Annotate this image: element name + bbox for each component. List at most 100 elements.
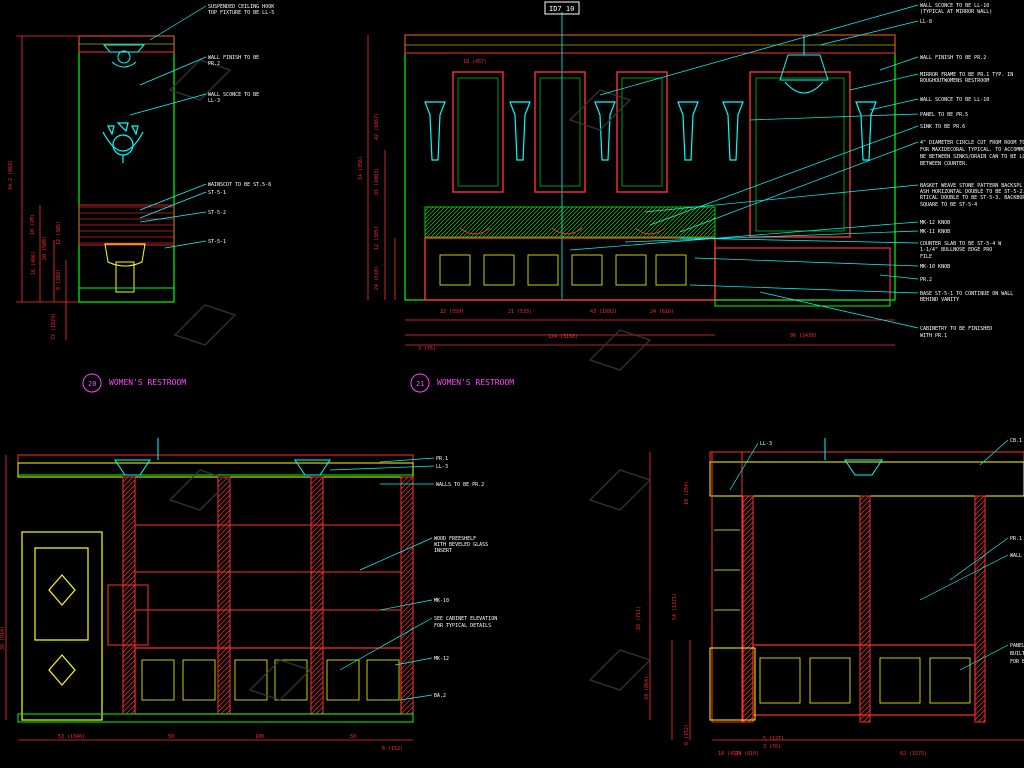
dimension-lower: 5 (127)	[763, 736, 784, 742]
vanity-cabinet	[424, 237, 716, 301]
dimension-lower: 34 (864)	[644, 676, 650, 700]
note-view21: MIRROR FRAME TO BE PR.1 TYP. IN	[920, 72, 1013, 78]
leader-line	[644, 184, 919, 213]
pillars	[122, 476, 414, 715]
note-lower-right: PR.1	[1010, 536, 1022, 542]
note-lower-right: FOR B	[1010, 659, 1024, 665]
wall-sconces	[424, 101, 877, 161]
reference-tag-box	[544, 1, 580, 15]
leader-line	[694, 257, 919, 267]
chandeliers-lower	[114, 438, 331, 476]
wainscot-band	[78, 204, 175, 246]
leader-line	[139, 211, 207, 223]
note-view21: FILE	[920, 254, 932, 260]
leader-line	[679, 141, 919, 233]
note-lower-left: MK-12	[434, 656, 449, 662]
view-title: WOMEN'S RESTROOM	[437, 378, 514, 387]
note-view21: ROUGHOUTWOMENS RESTROOM	[920, 78, 989, 84]
leader-line	[164, 240, 207, 249]
note-view21: FOR MAXIDECORAL TYPICAL. TO ACCOMMODATE	[920, 147, 1024, 153]
note-lower-left: SEE CABINET ELEVATION	[434, 616, 497, 622]
note-view21: ASH HORIZONTAL DOUBLE TO BE ST-5-2. VE	[920, 189, 1024, 195]
dimension-lower: 6 (152)	[684, 724, 690, 745]
leader-line	[359, 537, 433, 571]
note-lower-left: WOOD FREESHELF	[434, 536, 476, 542]
elevation-21-wall	[404, 34, 896, 301]
note-lower-right: BUILT	[1010, 651, 1024, 657]
dimension-view21: 14 (356)	[358, 156, 364, 180]
backsplash-stone	[424, 206, 716, 238]
note-view21: CABINETRY TO BE FINISHED	[920, 326, 992, 332]
dimension-view20: 72 (1829)	[51, 313, 57, 340]
lower-right-cabinet	[752, 644, 976, 716]
leader-line	[399, 694, 433, 701]
elevation-lower-right	[649, 438, 1024, 741]
note-view21: PANEL TO BE PR.5	[920, 112, 968, 118]
note-lower-left: BA.2	[434, 693, 446, 699]
leader-line	[569, 221, 919, 251]
dimension-lower: 18 (457)	[718, 751, 742, 757]
leader-line	[339, 617, 433, 671]
note-lower-left: INSERT	[434, 548, 452, 554]
dimension-lower: 3 (76)	[763, 744, 781, 750]
leader-line	[949, 537, 1009, 581]
leader-line	[879, 56, 919, 71]
note-view21: MK-12 KNOB	[920, 220, 950, 226]
leader-line	[979, 439, 1009, 466]
note-view20: WAINSCOT TO BE ST.5-6	[208, 182, 271, 188]
note-view21: WALL SCONCE TO BE LL-10	[920, 97, 989, 103]
note-view21: COUNTER SLAB TO BE ST-5-4 W	[920, 241, 1002, 247]
dimension-lower: 50	[168, 734, 174, 740]
note-view21: PR.2	[920, 277, 932, 283]
note-lower-right: PANEL	[1010, 643, 1024, 649]
note-view21: BASKET WEAVE STONE PATTERN BACKSPL	[920, 183, 1022, 189]
view-number-bubble	[410, 373, 430, 393]
leader-line	[649, 125, 919, 226]
dimension-view20: 16 (406)	[31, 251, 37, 275]
leader-line	[689, 284, 919, 294]
note-view20: TOP FIXTURE TO BE LL-5	[208, 10, 274, 16]
leader-line	[819, 20, 919, 46]
dimension-view21: 22 (559)	[440, 309, 464, 315]
sink-basins	[459, 227, 666, 235]
note-lower-left: FOR TYPICAL DETAILS	[434, 623, 491, 629]
note-view21: WALL FINISH TO BE PR.2	[920, 55, 986, 61]
dimension-view21: 24 (610)	[374, 266, 380, 290]
note-view21: 1-1/4" BULLNOSE EDGE PRO	[920, 247, 992, 253]
note-view20: ST-5-1	[208, 190, 226, 196]
leader-line	[379, 599, 433, 611]
leader-line	[139, 191, 207, 219]
note-view20: LL-3	[208, 98, 220, 104]
dimension-lower: 54 (1371)	[672, 593, 678, 620]
wall-sconce-fixture	[102, 122, 144, 163]
note-view21: WITH PR.1	[920, 333, 947, 339]
dimension-view21: 124 (3150)	[548, 334, 578, 340]
note-view21: LL-8	[920, 19, 932, 25]
leader-line	[749, 113, 919, 121]
leader-line	[599, 4, 919, 96]
elevation-21	[367, 12, 896, 346]
dimension-lower: 53 (1346)	[58, 734, 85, 740]
leader-line	[129, 93, 207, 116]
note-view21: 4" DIAMETER CIRCLE CUT FROM ROOM TOP	[920, 140, 1024, 146]
elevation-20	[16, 35, 175, 340]
note-lower-right: CB.1	[1010, 438, 1022, 444]
dimension-view21: 18 (457)	[463, 59, 487, 65]
note-view20: WALL SCONCE TO BE	[208, 92, 259, 98]
dimension-view20: 34.2 (868)	[8, 160, 14, 190]
dimension-view21: 12 (305)	[374, 226, 380, 250]
note-view21: BE BETWEEN SINKS/DRAIN CAN TO BE LOCATED	[920, 154, 1024, 160]
leader-line	[869, 98, 919, 111]
note-view21: MK-10 KNOB	[920, 264, 950, 270]
dimension-view21: 21 (533)	[508, 309, 532, 315]
leader-line	[329, 465, 435, 471]
note-view21: BASE ST-5-1 TO CONTINUE ON WALL	[920, 291, 1013, 297]
leader-line	[149, 5, 207, 41]
chandelier-lower-right	[824, 438, 883, 476]
elevation-lower-left	[5, 438, 414, 741]
view-number: 20	[88, 380, 96, 388]
dimension-view20: 20 (508)	[42, 236, 48, 260]
note-view20: ST-5-1	[208, 239, 226, 245]
